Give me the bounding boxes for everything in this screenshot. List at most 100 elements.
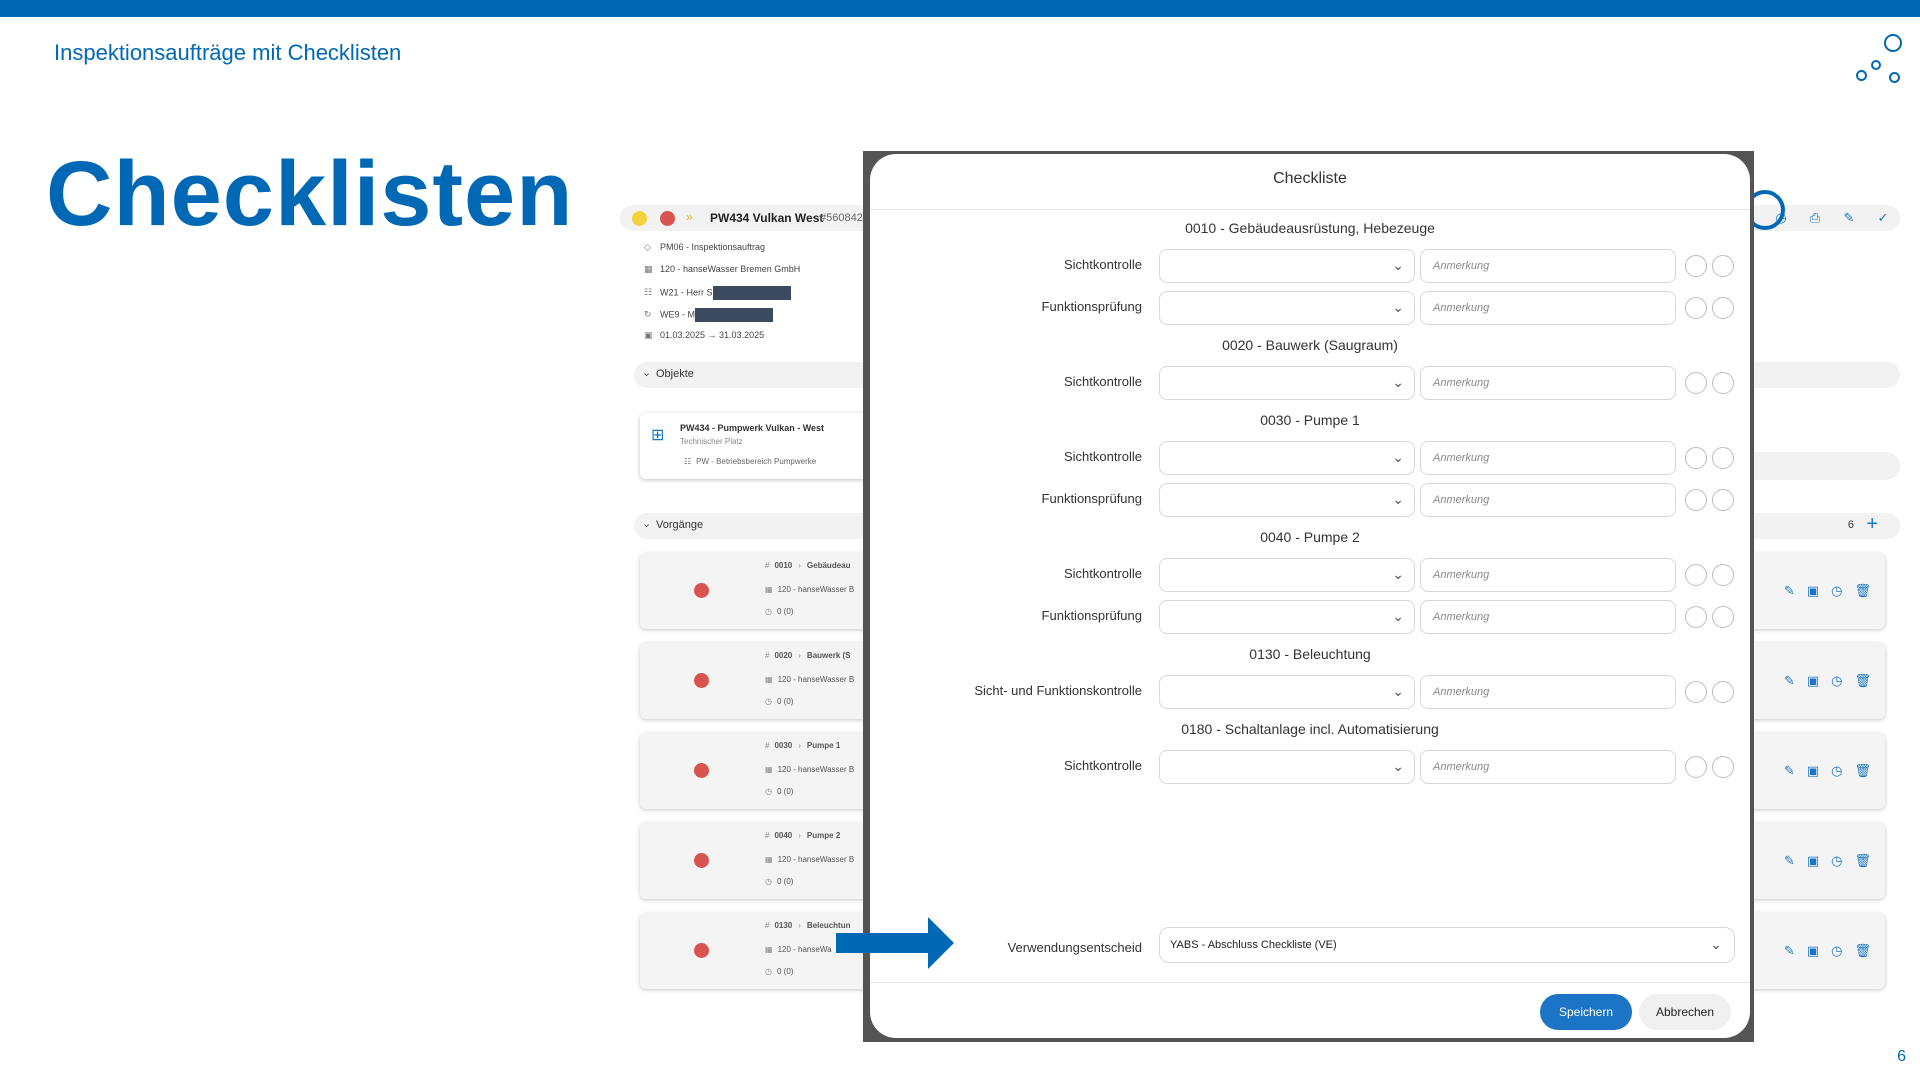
people-icon: ☷: [644, 287, 653, 298]
result-select[interactable]: ⌄: [1159, 675, 1415, 709]
clock-icon: ◷: [765, 967, 772, 976]
delete-icon[interactable]: 🗑: [1854, 853, 1871, 868]
checklist-item-label: Sichtkontrolle: [1063, 257, 1142, 272]
object-name: PW434 - Pumpwerk Vulkan - West: [680, 423, 825, 433]
ok-radio[interactable]: [1685, 297, 1707, 319]
not-ok-radio[interactable]: [1712, 681, 1734, 703]
checklist-dialog: Checkliste 0010 - Gebäudeausrüstung, Heb…: [870, 154, 1750, 1038]
not-ok-radio[interactable]: [1712, 756, 1734, 778]
operation-time: ◷0 (0): [765, 787, 794, 796]
save-button[interactable]: Speichern: [1540, 994, 1632, 1030]
operation-title: #0130›Beleuchtun: [765, 921, 851, 930]
object-type: Technischer Platz: [680, 437, 743, 446]
edit-icon[interactable]: ✎: [1783, 943, 1795, 958]
operation-time: ◷0 (0): [765, 607, 794, 616]
ok-radio[interactable]: [1685, 681, 1707, 703]
workcenter-line: ↻WE9 - M: [644, 308, 773, 322]
result-select[interactable]: ⌄: [1159, 441, 1415, 475]
calendar-icon[interactable]: ▣: [1806, 763, 1820, 778]
note-input[interactable]: Anmerkung: [1420, 249, 1676, 283]
not-ok-radio[interactable]: [1712, 489, 1734, 511]
clock-icon[interactable]: ◷: [1831, 673, 1843, 688]
note-input[interactable]: Anmerkung: [1420, 483, 1676, 517]
object-card[interactable]: ⊞ PW434 - Pumpwerk Vulkan - West Technis…: [640, 413, 870, 479]
not-ok-radio[interactable]: [1712, 297, 1734, 319]
clock-icon[interactable]: ◷: [1831, 853, 1843, 868]
chevron-right-icon: ›: [798, 651, 801, 660]
note-input[interactable]: Anmerkung: [1420, 366, 1676, 400]
calendar-icon[interactable]: ▣: [1806, 853, 1820, 868]
status-red-dot: [694, 853, 709, 868]
edit-icon[interactable]: ✎: [1783, 673, 1795, 688]
add-operation-icon[interactable]: +: [1866, 513, 1878, 535]
clock-icon[interactable]: ◷: [1831, 583, 1843, 598]
refresh-icon: ↻: [644, 309, 652, 320]
delete-icon[interactable]: 🗑: [1854, 763, 1871, 778]
not-ok-radio[interactable]: [1712, 372, 1734, 394]
ok-radio[interactable]: [1685, 489, 1707, 511]
operation-company: ▦120 - hanseWasser B: [765, 765, 855, 774]
note-input[interactable]: Anmerkung: [1420, 600, 1676, 634]
operation-company: ▦120 - hanseWasser B: [765, 855, 855, 864]
usage-decision-label: Verwendungsentscheid: [1007, 940, 1142, 955]
not-ok-radio[interactable]: [1712, 447, 1734, 469]
chevron-down-icon: ⌄: [1392, 449, 1404, 465]
clock-icon[interactable]: ◷: [1831, 763, 1843, 778]
calendar-icon[interactable]: ▣: [1806, 943, 1820, 958]
status-red-dot: [694, 943, 709, 958]
building-icon: ▦: [765, 765, 773, 774]
not-ok-radio[interactable]: [1712, 606, 1734, 628]
result-select[interactable]: ⌄: [1159, 600, 1415, 634]
clock-icon: ◷: [765, 607, 772, 616]
edit-icon[interactable]: ✎: [1783, 763, 1795, 778]
result-select[interactable]: ⌄: [1159, 558, 1415, 592]
chevron-right-icon: ›: [798, 831, 801, 840]
note-input[interactable]: Anmerkung: [1420, 675, 1676, 709]
ok-radio[interactable]: [1685, 255, 1707, 277]
ok-radio[interactable]: [1685, 606, 1707, 628]
result-select[interactable]: ⌄: [1159, 750, 1415, 784]
edit-icon[interactable]: ✎: [1843, 210, 1855, 225]
edit-icon[interactable]: ✎: [1783, 853, 1795, 868]
note-input[interactable]: Anmerkung: [1420, 750, 1676, 784]
ok-radio[interactable]: [1685, 447, 1707, 469]
object-area: ☷PW - Betriebsbereich Pumpwerke: [684, 457, 817, 466]
calendar-icon[interactable]: ▣: [1806, 673, 1820, 688]
calendar-icon[interactable]: ▣: [1806, 583, 1820, 598]
note-input[interactable]: Anmerkung: [1420, 558, 1676, 592]
note-input[interactable]: Anmerkung: [1420, 441, 1676, 475]
result-select[interactable]: ⌄: [1159, 366, 1415, 400]
chevron-down-icon: ⌄: [1392, 758, 1404, 774]
print-icon[interactable]: ⎙: [1809, 210, 1821, 225]
chevron-down-icon: ⌄: [642, 518, 652, 530]
delete-icon[interactable]: 🗑: [1854, 943, 1871, 958]
operation-time: ◷0 (0): [765, 877, 794, 886]
divider: [870, 982, 1750, 983]
tag-icon: ◇: [644, 242, 651, 252]
usage-decision-select[interactable]: YABS - Abschluss Checkliste (VE) ⌄: [1159, 927, 1735, 963]
clock-icon[interactable]: ◷: [1831, 943, 1843, 958]
not-ok-radio[interactable]: [1712, 255, 1734, 277]
checklist-group-title: 0180 - Schaltanlage incl. Automatisierun…: [1181, 721, 1439, 737]
note-input[interactable]: Anmerkung: [1420, 291, 1676, 325]
status-red-dot: [694, 583, 709, 598]
ok-radio[interactable]: [1685, 756, 1707, 778]
clock-icon: ◷: [765, 697, 772, 706]
cancel-button[interactable]: Abbrechen: [1639, 994, 1731, 1030]
people-icon: ☷: [684, 457, 692, 466]
result-select[interactable]: ⌄: [1159, 291, 1415, 325]
delete-icon[interactable]: 🗑: [1854, 583, 1871, 598]
chevron-down-icon: ⌄: [1710, 936, 1722, 952]
chevron-down-icon: ⌄: [1392, 491, 1404, 507]
page-number: 6: [1897, 1048, 1906, 1065]
edit-icon[interactable]: ✎: [1783, 583, 1795, 598]
check-icon[interactable]: ✓: [1877, 210, 1889, 225]
status-red-dot: [694, 673, 709, 688]
not-ok-radio[interactable]: [1712, 564, 1734, 586]
result-select[interactable]: ⌄: [1159, 483, 1415, 517]
chevron-down-icon: ⌄: [1392, 374, 1404, 390]
delete-icon[interactable]: 🗑: [1854, 673, 1871, 688]
result-select[interactable]: ⌄: [1159, 249, 1415, 283]
ok-radio[interactable]: [1685, 564, 1707, 586]
ok-radio[interactable]: [1685, 372, 1707, 394]
